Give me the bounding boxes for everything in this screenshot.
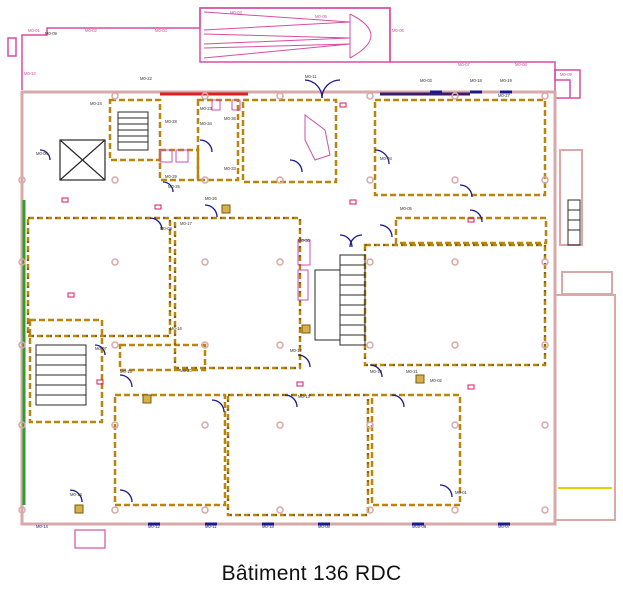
- door-label: M0-14: [70, 492, 83, 497]
- door-label: M0-10: [24, 71, 37, 76]
- plate-labels: M0-14 M0-12 M0-11 M0-18 M0-08 M00-06 M0-07: [36, 524, 511, 529]
- door-label: M0-07: [498, 524, 511, 529]
- window-marks: [148, 90, 512, 526]
- ramp-structure: [203, 11, 372, 59]
- door-label: M0-11: [305, 74, 317, 79]
- door-label: M0-27: [498, 93, 511, 98]
- door-label: M0-06: [36, 151, 49, 156]
- door-label: M0-22: [140, 76, 153, 81]
- door-label: M0-04: [380, 156, 393, 161]
- door-label: M0-18: [470, 78, 483, 83]
- stairs: [35, 111, 581, 406]
- door-label: M0-07: [458, 62, 471, 67]
- door-label: M0-36: [224, 116, 237, 121]
- door-label: M0-05: [315, 14, 328, 19]
- door-label: M0-08: [160, 226, 173, 231]
- door-label: M0-24: [90, 101, 103, 106]
- door-label: M0-11: [205, 524, 217, 529]
- door-label: M0-23: [200, 106, 213, 111]
- room-outlines: [26, 98, 548, 517]
- door-label: M0-25: [168, 184, 181, 189]
- door-label: M0-21: [406, 369, 419, 374]
- door-label: M0-04: [230, 10, 243, 15]
- door-label: M0-20: [180, 368, 193, 373]
- door-label: M0-34: [200, 121, 213, 126]
- elevator-shaft: [59, 139, 106, 181]
- door-label: M0-12: [148, 524, 161, 529]
- door-label: M00-06: [412, 524, 427, 529]
- door-label: M0-03: [155, 28, 168, 33]
- door-label: M0-05: [400, 206, 413, 211]
- door-label: M0-15: [120, 369, 133, 374]
- door-label: M0-29: [165, 174, 178, 179]
- door-label: M0-30: [298, 238, 311, 243]
- floor-plan: M0-27M0-03M0-22M0-24M0-23M0-36M0-34M0-33…: [7, 7, 616, 549]
- door-label: M0-09: [45, 31, 58, 36]
- doors: [39, 79, 483, 503]
- door-label: M0-01: [455, 490, 468, 495]
- door-label: M0-08: [515, 62, 528, 67]
- door-label: M0-02: [85, 28, 98, 33]
- equipment-boxes: [74, 204, 425, 514]
- door-label: M0-03: [420, 78, 433, 83]
- room-outlines-dark: [27, 217, 546, 516]
- door-label: M0-09: [560, 72, 573, 77]
- door-label: M0-10: [370, 369, 383, 374]
- door-label: M0-26: [205, 196, 218, 201]
- door-label: M0-16: [170, 326, 183, 331]
- right-annex: [554, 149, 616, 521]
- door-label: M0-13: [298, 394, 311, 399]
- door-label: M0-17: [180, 221, 193, 226]
- door-label: M0-19: [500, 78, 513, 83]
- column-markers: [18, 92, 549, 514]
- door-label: M0-33: [224, 166, 237, 171]
- door-label: M0-02: [430, 378, 443, 383]
- furniture: [159, 99, 331, 301]
- door-label: M0-08: [318, 524, 331, 529]
- room-markers: [61, 102, 475, 390]
- door-label: M0-01: [28, 28, 41, 33]
- door-label: M0-18: [262, 524, 275, 529]
- exterior-outline: [7, 7, 581, 99]
- door-label: M0-07: [95, 346, 108, 351]
- door-label: M0-12: [290, 348, 303, 353]
- plan-caption: Bâtiment 136 RDC: [221, 562, 402, 585]
- building-walls: [20, 90, 557, 526]
- door-label: M0-14: [36, 524, 49, 529]
- door-label: M0-06: [392, 28, 405, 33]
- door-label: M0-28: [165, 119, 178, 124]
- bottom-entrance: [74, 529, 106, 549]
- door-labels: M0-27M0-03M0-22M0-24M0-23M0-36M0-34M0-33…: [36, 31, 513, 497]
